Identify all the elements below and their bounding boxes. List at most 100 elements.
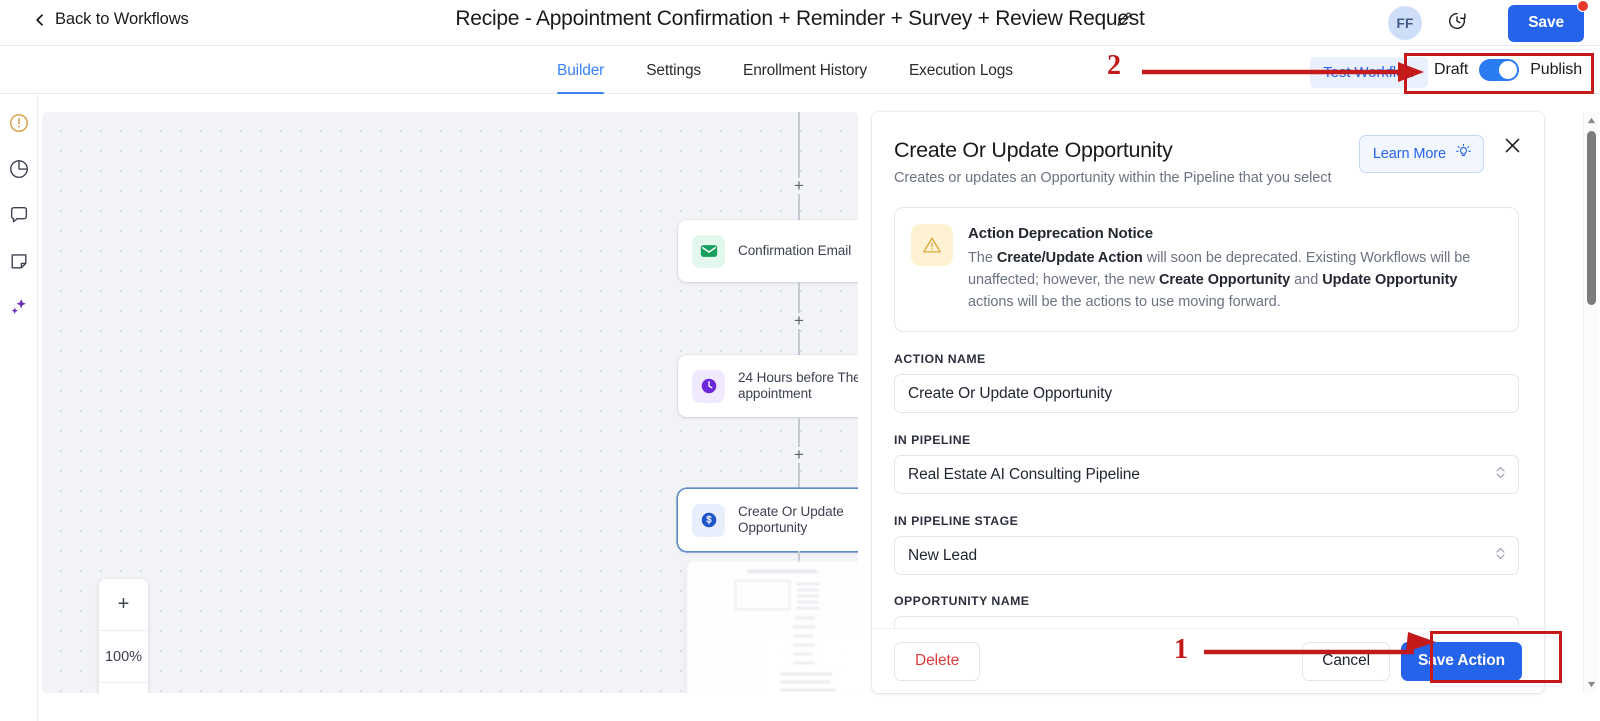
panel-body: Create Or Update Opportunity Creates or … (872, 112, 1544, 634)
close-panel-button[interactable] (1502, 138, 1522, 158)
zoom-controls: + 100% – (99, 579, 148, 693)
edit-title-button[interactable] (1112, 12, 1134, 34)
panel-footer: Delete Cancel Save Action (872, 628, 1544, 693)
avatar[interactable]: FF (1388, 6, 1422, 40)
notice-content: Action Deprecation Notice The Create/Upd… (968, 224, 1500, 313)
pie-chart-icon[interactable] (8, 158, 30, 180)
test-workflow-button[interactable]: Test Workflow (1310, 57, 1428, 88)
add-step-button[interactable]: + (791, 446, 807, 463)
chevron-updown-icon (1495, 546, 1506, 566)
back-to-workflows-label: Back to Workflows (55, 10, 189, 28)
top-bar: Back to Workflows Recipe - Appointment C… (0, 0, 1600, 46)
tab-settings[interactable]: Settings (646, 62, 702, 79)
action-name-input[interactable] (894, 374, 1519, 413)
back-to-workflows-button[interactable]: Back to Workflows (34, 10, 189, 29)
add-step-button[interactable]: + (791, 312, 807, 329)
page-title: Recipe - Appointment Confirmation + Remi… (455, 7, 1145, 30)
flow-connector (798, 194, 800, 220)
unsaved-changes-dot (1577, 0, 1589, 12)
flow-connector (798, 329, 800, 355)
node-label: 24 Hours before The appointment (738, 369, 858, 402)
note-page-icon[interactable] (8, 250, 30, 272)
add-step-button[interactable]: + (791, 177, 807, 194)
flow-connector (798, 282, 800, 314)
toggle-knob (1499, 61, 1518, 79)
notice-bold-part: Create Opportunity (1158, 272, 1291, 288)
notice-bold-part: Update Opportunity (1322, 272, 1458, 288)
panel-scrollbar[interactable] (1583, 112, 1598, 693)
tab-bar: Builder Settings Enrollment History Exec… (0, 46, 1600, 94)
left-icon-rail (0, 94, 38, 721)
in-pipeline-stage-value: New Lead (908, 546, 977, 564)
close-icon (1504, 137, 1521, 159)
notice-text-part: The (968, 250, 997, 266)
version-history-button[interactable] (1445, 11, 1469, 35)
node-create-or-update-opportunity[interactable]: Create Or Update Opportunity (678, 489, 858, 551)
tab-enrollment-history[interactable]: Enrollment History (743, 62, 867, 79)
zoom-out-button[interactable]: – (99, 683, 148, 693)
in-pipeline-select[interactable]: Real Estate AI Consulting Pipeline (894, 455, 1519, 494)
notice-title: Action Deprecation Notice (968, 225, 1154, 242)
clock-history-icon (1446, 10, 1468, 37)
dollar-coin-icon (692, 503, 725, 537)
field-label: OPPORTUNITY NAME (894, 594, 1030, 608)
scroll-up-arrow[interactable] (1584, 113, 1599, 128)
node-label: Confirmation Email (738, 242, 852, 258)
notice-text: The Create/Update Action will soon be de… (968, 247, 1500, 313)
action-config-panel: Create Or Update Opportunity Creates or … (872, 112, 1544, 693)
flow-connector (798, 112, 800, 186)
draft-publish-toggle-group: Draft Publish (1434, 59, 1582, 81)
alert-circle-icon[interactable] (8, 112, 30, 134)
scroll-down-arrow[interactable] (1584, 677, 1599, 692)
annotation-number-2: 2 (1107, 50, 1121, 81)
email-icon (692, 234, 725, 268)
field-in-pipeline: IN PIPELINE Real Estate AI Consulting Pi… (894, 433, 1519, 494)
save-button-wrapper: Save (1508, 0, 1589, 42)
cancel-button[interactable]: Cancel (1302, 641, 1390, 681)
field-in-pipeline-stage: IN PIPELINE STAGE New Lead (894, 514, 1519, 575)
draft-publish-toggle[interactable] (1479, 59, 1520, 81)
warning-triangle-icon (911, 224, 953, 266)
annotation-number-1: 1 (1174, 634, 1188, 665)
node-label: Create Or Update Opportunity (738, 503, 844, 536)
chat-bubble-icon[interactable] (8, 204, 30, 226)
flow-connector (798, 417, 800, 449)
publish-label: Publish (1530, 61, 1582, 78)
document-preview-card (687, 561, 858, 693)
learn-more-label: Learn More (1372, 145, 1446, 162)
delete-button[interactable]: Delete (894, 641, 981, 681)
panel-title: Create Or Update Opportunity (894, 138, 1173, 162)
node-confirmation-email[interactable]: Confirmation Email (678, 220, 858, 282)
zoom-in-button[interactable]: + (99, 579, 148, 631)
deprecation-notice: Action Deprecation Notice The Create/Upd… (894, 207, 1519, 332)
save-action-button[interactable]: Save Action (1400, 641, 1522, 681)
field-label: IN PIPELINE (894, 433, 971, 447)
clock-icon (692, 369, 725, 403)
in-pipeline-value: Real Estate AI Consulting Pipeline (908, 465, 1140, 483)
field-action-name: ACTION NAME (894, 352, 1519, 413)
node-wait-24-hours[interactable]: 24 Hours before The appointment (678, 355, 858, 417)
tab-builder[interactable]: Builder (557, 46, 605, 94)
notice-text-part: and (1290, 272, 1323, 288)
sparkles-icon[interactable] (8, 296, 30, 318)
zoom-level-label[interactable]: 100% (99, 631, 148, 683)
pencil-icon (1114, 11, 1133, 35)
chevron-left-icon (34, 13, 46, 26)
in-pipeline-stage-select[interactable]: New Lead (894, 536, 1519, 575)
notice-text-part: will soon be deprecated. Existing Workfl… (968, 250, 1471, 288)
flow-connector (798, 463, 800, 489)
field-label: IN PIPELINE STAGE (894, 514, 1019, 528)
draft-label: Draft (1434, 61, 1469, 78)
notice-bold-part: Create/Update Action (996, 250, 1143, 266)
panel-subtitle: Creates or updates an Opportunity within… (894, 170, 1332, 186)
chevron-updown-icon (1495, 465, 1506, 485)
tab-execution-logs[interactable]: Execution Logs (908, 62, 1013, 79)
workflow-canvas[interactable]: + Confirmation Email + 24 Hours before T… (42, 112, 858, 693)
tab-list: Builder Settings Enrollment History Exec… (557, 46, 1055, 94)
save-button[interactable]: Save (1508, 5, 1584, 42)
field-label: ACTION NAME (894, 352, 986, 366)
learn-more-button[interactable]: Learn More (1358, 135, 1484, 173)
notice-text-part: actions will be the actions to use movin… (968, 294, 1281, 310)
scrollbar-thumb[interactable] (1587, 131, 1596, 305)
